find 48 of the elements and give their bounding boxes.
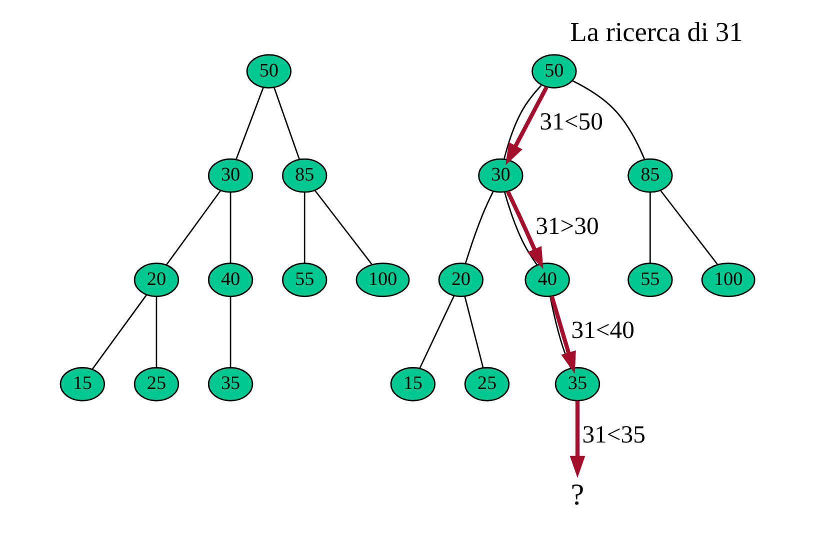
connector — [660, 190, 718, 265]
node-ellipse: 30 — [208, 158, 254, 193]
connector — [572, 80, 646, 160]
edge-label: 31<50 — [540, 108, 603, 136]
edge-label: 31>30 — [536, 212, 599, 240]
node-ellipse: 50 — [246, 54, 292, 88]
node-text: ? — [570, 477, 584, 512]
node-ellipse: 50 — [532, 54, 577, 88]
arrow — [506, 190, 544, 270]
connector — [166, 190, 222, 266]
node-ellipse: 20 — [134, 262, 180, 298]
node-ellipse: 40 — [208, 262, 254, 298]
connector — [419, 296, 455, 369]
connector — [504, 192, 538, 266]
node-ellipse: 55 — [282, 262, 328, 298]
connector — [314, 190, 372, 265]
node-ellipse: 40 — [524, 262, 570, 298]
connector — [92, 294, 148, 370]
node-ellipse: 30 — [478, 158, 524, 193]
edge-label: 31<40 — [571, 317, 634, 344]
node-ellipse: 100 — [356, 262, 410, 298]
diagram-title: La ricerca di 31 — [570, 17, 743, 48]
connector — [464, 296, 484, 368]
node-ellipse: 15 — [60, 366, 106, 402]
connector — [649, 192, 651, 263]
connector — [274, 87, 300, 160]
node-ellipse: 35 — [554, 366, 600, 402]
node-ellipse: 35 — [208, 366, 254, 402]
node-ellipse: 25 — [134, 366, 180, 402]
node-ellipse: 20 — [438, 262, 484, 298]
arrow — [550, 296, 576, 374]
node-ellipse: 100 — [701, 262, 756, 298]
edge-label: 31<35 — [582, 421, 646, 448]
connector — [230, 296, 232, 368]
connector — [156, 296, 158, 368]
arrow — [505, 86, 548, 166]
connector — [236, 87, 264, 160]
node-ellipse: 85 — [282, 158, 328, 193]
connector — [304, 192, 306, 263]
node-ellipse: 25 — [464, 366, 510, 402]
node-ellipse: 85 — [628, 158, 673, 193]
connector — [549, 296, 572, 368]
node-ellipse: 55 — [628, 262, 673, 298]
connector — [464, 190, 494, 264]
connector — [503, 85, 542, 160]
connector — [230, 192, 232, 263]
node-ellipse: 15 — [390, 366, 436, 402]
arrow — [570, 400, 586, 478]
